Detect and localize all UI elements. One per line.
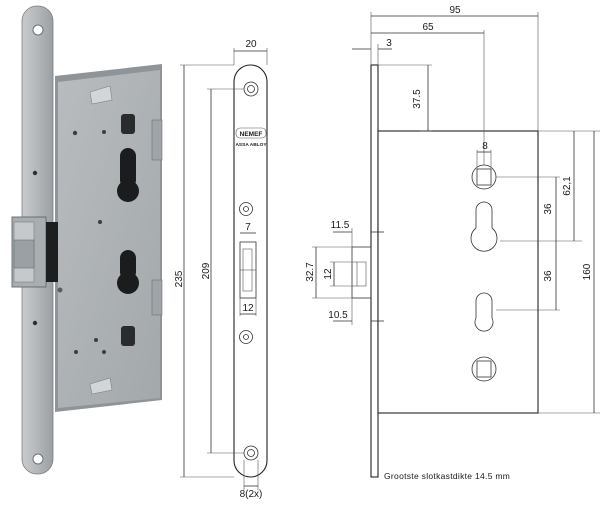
dim-latch-width: 7 (245, 222, 251, 233)
dim-backset: 65 (422, 22, 434, 33)
brand-sub: ASSA ABLOY (235, 142, 267, 148)
dim-latch-height: 32.7 (305, 262, 316, 282)
dim-overall-height: 235 (174, 270, 185, 287)
dim-faceplate-width: 20 (245, 39, 257, 50)
dim-spacing-upper: 36 (543, 203, 554, 215)
upper-follower-photo (121, 114, 135, 134)
lower-keyhole-photo (117, 250, 139, 294)
dim-follower-size: 8 (482, 141, 488, 152)
brand-logo: NEMEF (240, 131, 263, 138)
dim-total-width: 95 (449, 5, 461, 16)
dim-top-offset: 37.5 (412, 89, 423, 109)
lock-photo (11, 5, 163, 475)
latch-bolt-photo (11, 216, 58, 288)
front-faceplate (233, 64, 268, 478)
dim-latch-inner: 12 (323, 268, 334, 280)
dim-face-thickness: 3 (386, 38, 392, 49)
lower-keyhole (474, 292, 494, 332)
front-mid-hole-lower (239, 330, 253, 344)
side-face-strip (370, 64, 379, 478)
side-latch-body (351, 246, 372, 299)
upper-keyhole (470, 201, 498, 252)
side-case-body (377, 130, 539, 414)
dim-spacing-lower: 36 (543, 270, 554, 282)
dim-latch-projection: 11.5 (331, 220, 350, 231)
brand-logo-box (235, 127, 267, 139)
lower-follower-photo (121, 326, 135, 346)
upper-keyhole-photo (117, 148, 139, 202)
dim-hole-spacing: 209 (201, 262, 212, 279)
front-mid-hole-upper (239, 202, 253, 216)
dim-bolt-width: 12 (242, 303, 254, 314)
front-view-drawing: NEMEF ASSA ABLOY 20 235 209 7 12 8(2x) (174, 39, 268, 500)
faceplate-bottom-hole-photo (32, 453, 44, 465)
lock-case-body (58, 70, 160, 408)
dim-center-62: 62,1 (562, 176, 573, 196)
side-view-drawing: 95 65 3 37.5 8 36 36 62,1 (305, 5, 600, 481)
lower-follower (471, 356, 497, 382)
case-thickness-note: Grootste slotkastdikte 14.5 mm (384, 471, 510, 481)
faceplate-top-hole-photo (32, 24, 44, 36)
dim-bolt-projection: 10.5 (328, 310, 348, 321)
dim-hole-diameter: 8(2x) (240, 489, 263, 500)
dim-case-height: 160 (582, 263, 593, 280)
